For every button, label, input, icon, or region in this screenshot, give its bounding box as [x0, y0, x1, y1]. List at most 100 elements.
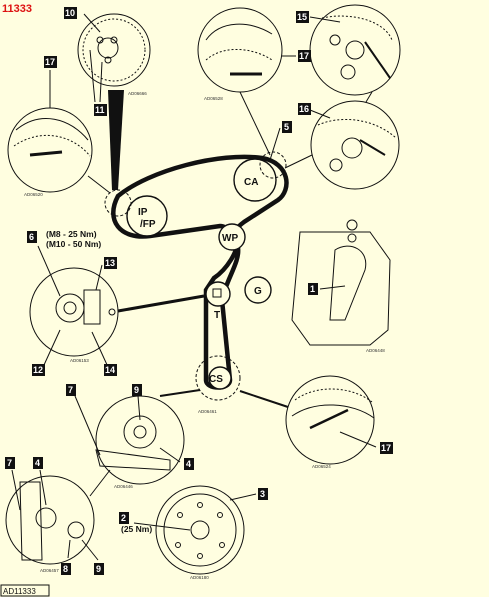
detail-damper: AD06180 (25 Nm) — [121, 485, 257, 580]
detail-ref-7a: AD06446 — [114, 484, 133, 489]
damper-hole-5 — [197, 502, 203, 508]
damper-ring — [163, 493, 237, 567]
hub-bolt-c — [104, 56, 112, 64]
callout-16: 16 — [298, 103, 311, 115]
br-edge — [291, 404, 375, 419]
callouts: 10 11 17 17 15 16 5 17 6 13 12 14 1 7 9 … — [5, 7, 393, 575]
leader-4a — [159, 447, 181, 463]
main-belt-layout: IP /FP CA WP T G CS — [104, 151, 289, 401]
tensioner-arm — [329, 245, 367, 321]
ca-label: CA — [244, 177, 258, 188]
svg-text:14: 14 — [105, 365, 115, 375]
link-15-16 — [365, 91, 373, 103]
detail-top-center: AD06528 — [197, 7, 296, 156]
detail-ref-5: AD06461 — [198, 409, 217, 414]
sprocket-outer — [77, 13, 151, 87]
svg-text:2: 2 — [121, 513, 126, 523]
callout-15: 15 — [296, 11, 309, 23]
leader-11a — [89, 49, 96, 103]
engine-housing — [291, 231, 391, 346]
cam-hole-d — [341, 137, 363, 159]
callout-4a: 4 — [184, 458, 194, 470]
leader-9a — [137, 395, 141, 421]
crank-sprocket — [55, 293, 85, 323]
detail-ref-17a: AD06520 — [24, 192, 43, 197]
t-pulley — [205, 281, 231, 307]
detail-crank: AD06153 (M8 - 25 Nm) (M10 - 50 Nm) — [29, 229, 205, 368]
callout-9a: 9 — [132, 384, 142, 396]
hub-bolt-a — [96, 36, 104, 44]
bl-sprocket — [35, 507, 57, 529]
zoom-circle-crank — [29, 267, 119, 357]
damper-hole-3 — [175, 542, 181, 548]
footer-box — [0, 584, 50, 597]
sprocket-hub — [97, 37, 119, 59]
torque-6-line1: (M8 - 25 Nm) — [46, 229, 97, 239]
leader-4b — [39, 469, 47, 506]
svg-text:17: 17 — [381, 443, 391, 453]
detail-bottom-left: AD06457 — [5, 469, 111, 573]
belt-edge-a — [15, 118, 89, 141]
svg-text:6: 6 — [29, 232, 34, 242]
leader-3 — [229, 493, 257, 501]
g-label: G — [254, 286, 262, 297]
detail-bottom-right: AD06524 — [239, 375, 377, 469]
link-bl — [89, 469, 111, 497]
callout-3: 3 — [258, 488, 268, 500]
cs-sprocket — [123, 415, 157, 449]
leader-12 — [43, 329, 61, 366]
detail-ref-7b: AD06457 — [40, 568, 59, 573]
callout-2: 2 — [119, 512, 129, 524]
svg-text:12: 12 — [33, 365, 43, 375]
zoom-circle-bl — [5, 475, 95, 565]
callout-10: 10 — [64, 7, 77, 19]
leader-17c — [339, 431, 377, 448]
cam-hole-c — [340, 64, 356, 80]
leader-2 — [133, 522, 191, 531]
ip-label: IP — [138, 207, 148, 218]
detail-ip-pulley: AD06666 — [77, 13, 151, 190]
g-pulley — [244, 276, 272, 304]
damper-hole-2 — [217, 512, 223, 518]
svg-text:4: 4 — [186, 459, 191, 469]
detail-cs-tool: AD06446 — [74, 389, 201, 489]
bl-bracket — [19, 481, 43, 561]
cam-teeth-15 — [321, 15, 393, 41]
detail-ref-17b: AD06528 — [204, 96, 223, 101]
br-teeth — [294, 388, 373, 403]
callout-17c: 17 — [380, 442, 393, 454]
leader-7a — [74, 395, 101, 456]
zoom-circle-br — [285, 375, 375, 465]
callout-11: 11 — [94, 104, 107, 116]
br-mark — [309, 408, 349, 430]
svg-text:9: 9 — [96, 564, 101, 574]
bl-tool-disc — [67, 521, 85, 539]
callout-7b: 7 — [5, 457, 15, 469]
detail-ref-1: AD06448 — [366, 348, 385, 353]
svg-text:3: 3 — [260, 489, 265, 499]
svg-text:13: 13 — [105, 258, 115, 268]
figure-id: 11333 — [2, 3, 32, 15]
svg-text:17: 17 — [299, 51, 309, 61]
link-top — [239, 91, 271, 156]
tensioner-bolt — [346, 219, 358, 231]
callout-9b: 9 — [94, 563, 104, 575]
ca-pulley — [233, 158, 277, 202]
torque-2: (25 Nm) — [121, 524, 152, 534]
link-cs-tool — [159, 389, 201, 397]
leader-16 — [309, 109, 331, 119]
cam-hole-a — [345, 40, 365, 60]
detail-left-belt: AD06520 — [7, 70, 111, 197]
cam-teeth-16 — [317, 118, 397, 139]
leader-13 — [95, 264, 103, 291]
cam-hole-b — [329, 34, 341, 46]
svg-text:16: 16 — [299, 104, 309, 114]
leader-1 — [319, 285, 346, 290]
detail-tensioner: AD06448 — [291, 219, 391, 353]
callout-6: 6 — [27, 231, 37, 243]
leader-9b — [81, 539, 99, 561]
belt-teeth — [13, 134, 91, 157]
leader-7b — [11, 469, 21, 511]
callout-13: 13 — [104, 257, 117, 269]
